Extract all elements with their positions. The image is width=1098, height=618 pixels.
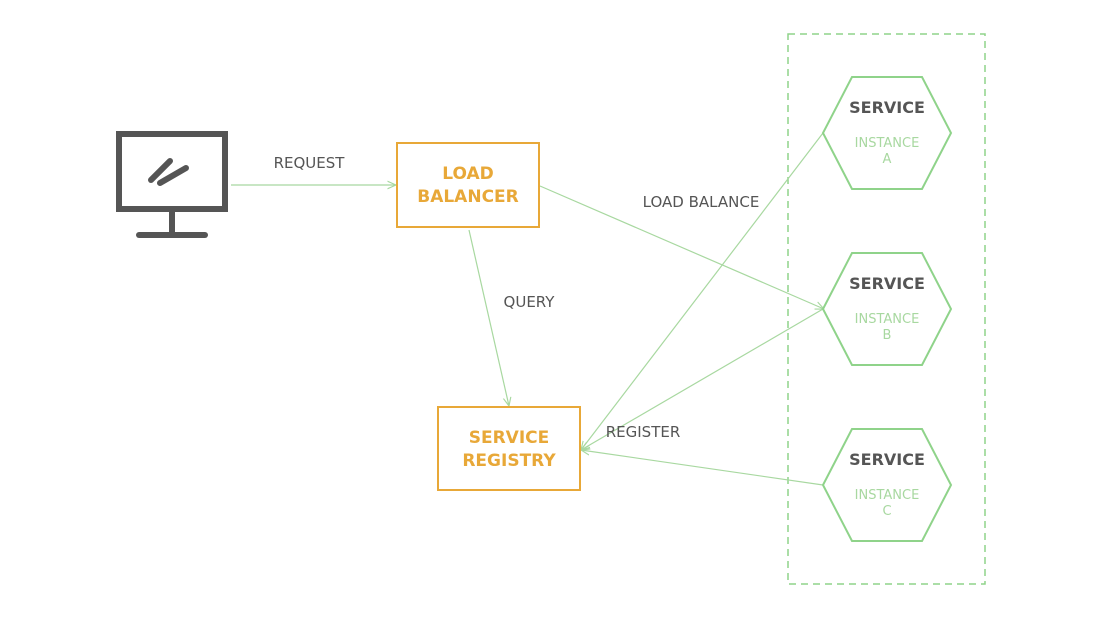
load-balancer-box: LOAD BALANCER (396, 142, 540, 228)
instance-a-title: SERVICE (849, 98, 925, 117)
monitor-icon (116, 131, 228, 238)
load-balancer-line1: LOAD (442, 164, 494, 184)
instance-c-title: SERVICE (849, 450, 925, 469)
service-instance-a: SERVICE INSTANCE A (821, 76, 953, 190)
register-label: REGISTER (606, 423, 681, 441)
instance-a-id: A (883, 152, 892, 167)
service-registry-line1: SERVICE (469, 428, 550, 448)
request-label: REQUEST (274, 154, 346, 172)
instance-b-subtitle: INSTANCE (855, 312, 920, 327)
service-instance-b: SERVICE INSTANCE B (821, 252, 953, 366)
service-instances-group (787, 33, 986, 585)
register-edge-a (581, 132, 824, 450)
service-instance-c: SERVICE INSTANCE C (821, 428, 953, 542)
instance-a-subtitle: INSTANCE (855, 136, 920, 151)
load-balance-edge (539, 185, 824, 309)
service-registry-box: SERVICE REGISTRY (437, 406, 581, 491)
instance-c-id: C (882, 504, 891, 519)
register-edge-c (581, 450, 824, 486)
instance-c-subtitle: INSTANCE (855, 488, 920, 503)
query-edge (468, 229, 509, 406)
load-balance-label: LOAD BALANCE (643, 193, 760, 211)
instance-b-title: SERVICE (849, 274, 925, 293)
register-edge-b (581, 308, 824, 450)
service-registry-line2: REGISTRY (462, 451, 556, 471)
load-balancer-line2: BALANCER (417, 187, 519, 207)
query-label: QUERY (504, 293, 556, 311)
instance-b-id: B (883, 328, 892, 343)
